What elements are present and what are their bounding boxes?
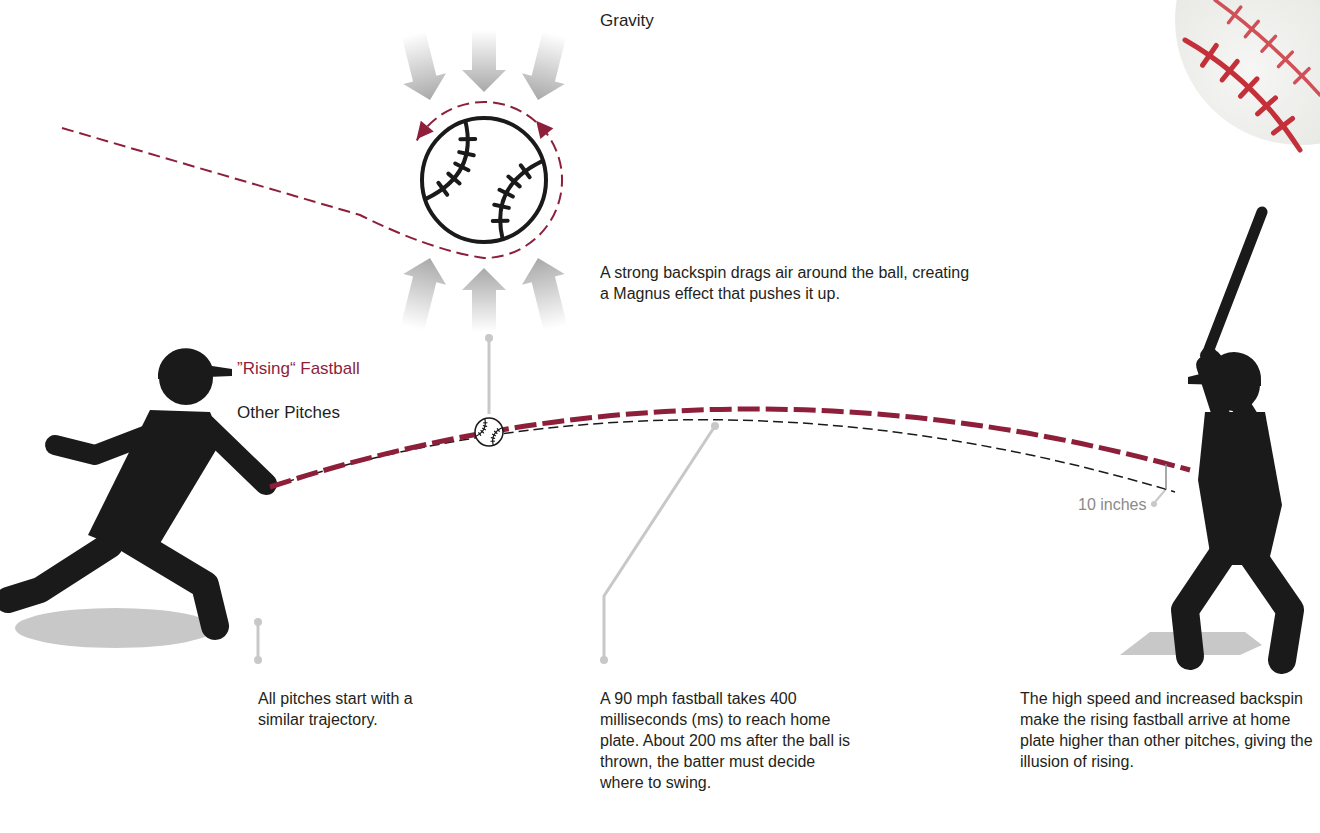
pitcher-arm — [55, 430, 160, 455]
small-baseball — [475, 418, 503, 446]
ball-seam — [476, 419, 485, 437]
force-label: Gravity — [600, 10, 800, 31]
batter-cap — [1188, 352, 1261, 386]
leader-dot — [600, 656, 608, 664]
ball-stitch — [494, 205, 509, 208]
ball-seam — [1215, 0, 1320, 95]
leader-line — [1155, 489, 1166, 502]
rising-fastball-path — [270, 409, 1190, 487]
ball-stitches — [476, 419, 502, 446]
ball-stitch — [1245, 21, 1258, 36]
mound-shadow — [15, 608, 215, 648]
ball-stitch — [481, 431, 484, 433]
force-arrow — [391, 253, 451, 334]
ball-stitch — [1278, 52, 1292, 66]
baseball-icon — [422, 118, 546, 242]
spin-arrowhead — [417, 121, 434, 139]
other-pitch-path — [270, 420, 1175, 492]
leader-line — [257, 622, 260, 660]
ball-stitch — [1258, 98, 1276, 114]
ball-stitch — [459, 152, 474, 155]
pitcher-cap — [158, 348, 232, 379]
batter-leg — [1252, 555, 1290, 660]
force-arrow — [392, 29, 451, 106]
spin-arrowhead — [536, 121, 553, 139]
leader-dot — [254, 618, 262, 626]
force-arrow — [462, 268, 506, 332]
force-arrow — [517, 253, 577, 334]
leader-dot — [254, 334, 1157, 664]
ball-stitch — [1273, 118, 1292, 133]
note-text: The high speed and increased backspin ma… — [1020, 688, 1315, 772]
dimension-bracket — [1165, 464, 1167, 489]
ball-stitch — [1228, 7, 1240, 23]
batter-silhouette — [1185, 212, 1290, 660]
baseball-icon — [422, 118, 546, 242]
leader-line — [488, 340, 491, 414]
ball-stitch — [479, 433, 481, 436]
pitcher-leg — [8, 545, 110, 600]
bat — [1208, 212, 1262, 352]
pitcher-silhouette — [8, 425, 266, 626]
ball-stitch — [1240, 79, 1257, 96]
ball-stitch — [495, 431, 498, 433]
ball-stitch — [483, 425, 486, 427]
ball-stitch — [1262, 36, 1275, 51]
ball-stitch — [460, 137, 475, 141]
ball-stitch — [493, 219, 508, 223]
ball-stitch — [448, 174, 459, 184]
small-baseball — [475, 418, 503, 446]
force-arrow — [462, 30, 506, 92]
ball-stitch — [497, 429, 499, 432]
note-text: A 90 mph fastball takes 400 milliseconds… — [600, 688, 850, 793]
leader-line — [604, 426, 715, 660]
ball-stitch — [491, 441, 494, 442]
dimension-label: 10 inches — [1078, 494, 1168, 515]
batter-silhouette — [1120, 212, 1290, 660]
ball-stitch — [508, 177, 519, 187]
force-arrow — [517, 29, 576, 106]
ball-stitch — [1203, 46, 1217, 66]
corner-baseball — [1175, 0, 1320, 145]
corner-baseball — [1175, 0, 1320, 150]
pitch-trajectory — [270, 409, 1190, 492]
ball-stitch — [491, 437, 494, 439]
red-stitches — [1185, 0, 1320, 150]
ball-stitch — [1295, 69, 1309, 83]
ball-stitch — [482, 428, 485, 430]
ball-stitches — [426, 121, 541, 239]
batter-torso — [1198, 412, 1282, 565]
ball-seam — [493, 428, 502, 446]
ball-stitch — [493, 434, 496, 436]
pitcher-silhouette — [8, 348, 266, 648]
ball-stitch — [500, 190, 513, 197]
note-text: A strong backspin drags air around the b… — [600, 262, 975, 304]
ball-stitch — [1222, 61, 1237, 80]
ball-stitch — [455, 163, 468, 170]
leader-dot — [254, 656, 262, 664]
leader-dot — [711, 422, 719, 430]
ball-seam — [426, 121, 467, 199]
ball-stitch — [521, 165, 530, 177]
note-text: All pitches start with a similar traject… — [258, 688, 448, 730]
batter-hands — [1200, 347, 1218, 365]
pitch-label: ”Rising“ Fastball — [237, 358, 457, 379]
ball-stitch — [438, 183, 447, 195]
spin-path — [62, 102, 562, 258]
force-arrow — [391, 29, 577, 333]
batter-leg — [1185, 555, 1222, 656]
leader-line — [258, 340, 1166, 660]
leader-dot — [485, 334, 493, 342]
pitcher-arm — [205, 425, 266, 484]
pitcher-leg — [130, 540, 215, 626]
ball-stitch — [484, 422, 487, 423]
batter-silhouette — [1188, 347, 1282, 565]
ball-seam — [500, 161, 541, 239]
leader-dot — [1151, 501, 1157, 507]
spin-path — [62, 102, 562, 258]
pitch-label: Other Pitches — [237, 402, 457, 423]
